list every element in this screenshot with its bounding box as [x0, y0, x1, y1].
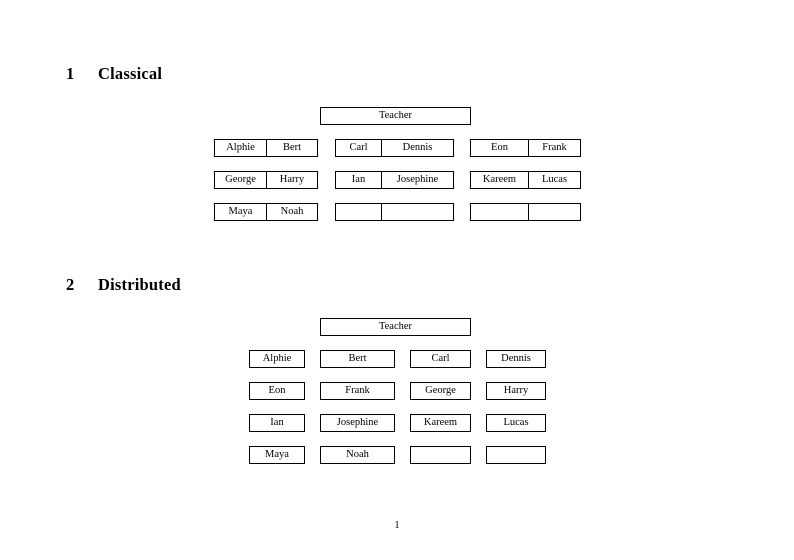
- name-box: Harry: [486, 382, 546, 400]
- cell-pair: George Harry: [214, 171, 318, 189]
- name-cell: Dennis: [382, 140, 453, 156]
- name-box: Lucas: [486, 414, 546, 432]
- name-cell: Alphie: [215, 140, 267, 156]
- cell-pair: Kareem Lucas: [470, 171, 581, 189]
- name-cell: Josephine: [382, 172, 453, 188]
- name-cell: Lucas: [529, 172, 580, 188]
- section-number: 1: [66, 64, 75, 83]
- cell-pair: Maya Noah: [214, 203, 318, 221]
- section-heading-classical: 1 Classical: [66, 64, 162, 84]
- name-cell-empty: [382, 204, 453, 220]
- name-cell: George: [215, 172, 267, 188]
- cell-pair: Eon Frank: [470, 139, 581, 157]
- name-cell-empty: [471, 204, 529, 220]
- name-box: Josephine: [320, 414, 395, 432]
- name-box: Frank: [320, 382, 395, 400]
- section-heading-distributed: 2 Distributed: [66, 275, 181, 295]
- name-box-empty: [486, 446, 546, 464]
- name-box: Dennis: [486, 350, 546, 368]
- teacher-box-classical: Teacher: [320, 107, 471, 125]
- name-box: George: [410, 382, 471, 400]
- cell-pair: Carl Dennis: [335, 139, 454, 157]
- name-cell: Bert: [267, 140, 317, 156]
- name-box: Carl: [410, 350, 471, 368]
- name-cell: Maya: [215, 204, 267, 220]
- name-box: Bert: [320, 350, 395, 368]
- name-box: Noah: [320, 446, 395, 464]
- name-cell: Ian: [336, 172, 382, 188]
- cell-pair: Ian Josephine: [335, 171, 454, 189]
- section-title: Distributed: [98, 275, 181, 294]
- page-number: 1: [394, 520, 400, 531]
- cell-pair-empty: [335, 203, 454, 221]
- cell-pair: Alphie Bert: [214, 139, 318, 157]
- section-title: Classical: [98, 64, 163, 83]
- section-number: 2: [66, 275, 75, 294]
- name-cell: Kareem: [471, 172, 529, 188]
- name-box: Ian: [249, 414, 305, 432]
- name-box: Alphie: [249, 350, 305, 368]
- name-box: Kareem: [410, 414, 471, 432]
- name-cell-empty: [336, 204, 382, 220]
- name-box-empty: [410, 446, 471, 464]
- name-cell: Carl: [336, 140, 382, 156]
- teacher-box-distributed: Teacher: [320, 318, 471, 336]
- name-box: Maya: [249, 446, 305, 464]
- name-box: Eon: [249, 382, 305, 400]
- name-cell: Frank: [529, 140, 580, 156]
- name-cell: Noah: [267, 204, 317, 220]
- name-cell: Harry: [267, 172, 317, 188]
- name-cell: Eon: [471, 140, 529, 156]
- name-cell-empty: [529, 204, 580, 220]
- cell-pair-empty: [470, 203, 581, 221]
